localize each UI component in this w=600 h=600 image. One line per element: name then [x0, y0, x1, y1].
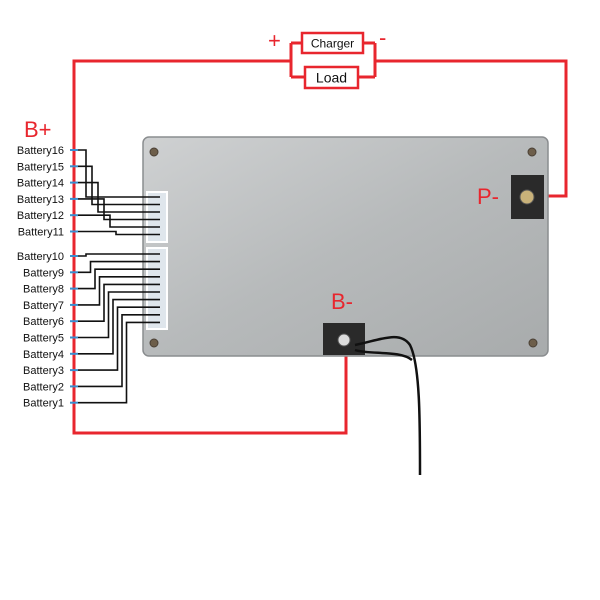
mount-hole-br	[528, 338, 538, 348]
balance-wire	[78, 313, 160, 388]
red-wiring	[72, 41, 568, 435]
battery-label: Battery11	[18, 227, 64, 239]
mount-hole-tr	[527, 147, 537, 157]
balance-wire	[78, 298, 160, 355]
p-minus-bolt	[519, 189, 535, 205]
battery-label: Battery8	[23, 284, 64, 296]
battery-label: Battery2	[23, 381, 64, 393]
battery-label: Battery1	[23, 398, 64, 410]
minus-sign: -	[379, 25, 386, 50]
balance-wire	[78, 321, 160, 404]
battery-label: Battery13	[17, 194, 64, 206]
balance-wire	[78, 165, 160, 206]
battery-label: Battery14	[17, 178, 64, 190]
battery-label: Battery10	[17, 251, 64, 263]
balance-wire	[78, 198, 160, 221]
charger-box	[300, 31, 365, 55]
battery-label: Battery3	[23, 365, 64, 377]
b-minus-label: B-	[331, 289, 353, 314]
b-plus-rail	[72, 59, 291, 138]
balance-wire	[78, 306, 160, 371]
battery-label: Battery15	[17, 161, 64, 173]
balance-wire	[78, 260, 160, 274]
b-plus-vertical	[72, 138, 348, 435]
b-plus-label: B+	[24, 117, 52, 142]
balance-wires	[78, 149, 160, 404]
bms-board	[142, 136, 549, 357]
probe-cable	[354, 335, 422, 476]
load-box	[303, 65, 360, 90]
b-minus-bolt	[337, 333, 351, 347]
board-plate	[142, 136, 549, 357]
battery-label: Battery6	[23, 316, 64, 328]
mount-hole-tl	[149, 147, 159, 157]
battery-label: Battery16	[17, 145, 64, 157]
balance-wire	[78, 275, 160, 306]
charger-label: Charger	[311, 37, 354, 51]
plus-sign: +	[268, 28, 281, 53]
connector-lower	[146, 247, 168, 330]
battery-label: Battery4	[23, 349, 64, 361]
p-minus-label: P-	[477, 184, 499, 209]
balance-wire	[78, 230, 160, 236]
probe-wire-2	[354, 348, 413, 362]
balance-wire	[78, 181, 160, 213]
load-label: Load	[316, 70, 347, 86]
battery-label: Battery5	[23, 333, 64, 345]
battery-label: Battery9	[23, 267, 64, 279]
probe-wire-1	[354, 335, 422, 476]
balance-wire	[78, 253, 160, 257]
balance-wire	[78, 291, 160, 339]
balance-wire	[78, 283, 160, 323]
battery-label: Battery12	[17, 210, 64, 222]
battery-label: Battery7	[23, 300, 64, 312]
balance-wire	[78, 268, 160, 290]
mount-hole-bl	[149, 338, 159, 348]
battery-labels: Battery16Battery15Battery14Battery13Batt…	[17, 145, 78, 410]
balance-wire	[78, 214, 160, 228]
balance-wire	[78, 149, 160, 198]
